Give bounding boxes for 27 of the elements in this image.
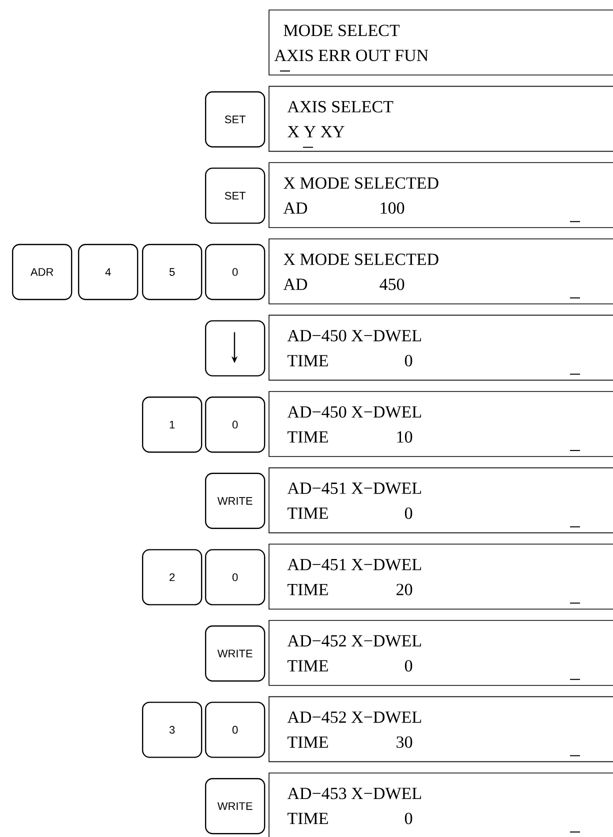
display-screen: AD−453 X−DWEL TIME 0 bbox=[268, 772, 613, 837]
key-button: ADR bbox=[12, 244, 72, 300]
display-screen: X MODE SELECTED AD 100 bbox=[268, 162, 613, 228]
display-screen: AD−452 X−DWEL TIME 0 bbox=[268, 620, 613, 686]
display-screen: MODE SELECT AXIS ERR OUT FUN bbox=[268, 10, 613, 76]
key-button: 0 bbox=[205, 244, 266, 300]
display-screen: AXIS SELECT X Y XY bbox=[268, 86, 613, 152]
display-screen: AD−450 X−DWEL TIME 0 bbox=[268, 314, 613, 381]
key-button: 2 bbox=[142, 549, 202, 606]
key-button: 1 bbox=[142, 396, 202, 453]
key-button: SET bbox=[205, 168, 266, 224]
display-screen: AD−450 X−DWEL TIME 10 bbox=[268, 391, 613, 457]
key-button: 0 bbox=[205, 702, 266, 758]
key-button: WRITE bbox=[205, 472, 266, 529]
display-screen: X MODE SELECTED AD 450 bbox=[268, 238, 613, 304]
key-button: WRITE bbox=[205, 778, 266, 834]
key-button: 4 bbox=[78, 244, 138, 300]
key-button: 0 bbox=[205, 549, 266, 606]
display-screen: AD−452 X−DWEL TIME 30 bbox=[268, 696, 613, 762]
display-screen: AD−451 X−DWEL TIME 0 bbox=[268, 467, 613, 534]
key-button bbox=[205, 320, 266, 376]
key-button: WRITE bbox=[205, 625, 266, 682]
key-button: 0 bbox=[205, 396, 266, 453]
display-screen: AD−451 X−DWEL TIME 20 bbox=[268, 544, 613, 610]
key-button: 3 bbox=[142, 702, 202, 758]
key-button: SET bbox=[205, 91, 266, 148]
key-button: 5 bbox=[142, 244, 202, 300]
